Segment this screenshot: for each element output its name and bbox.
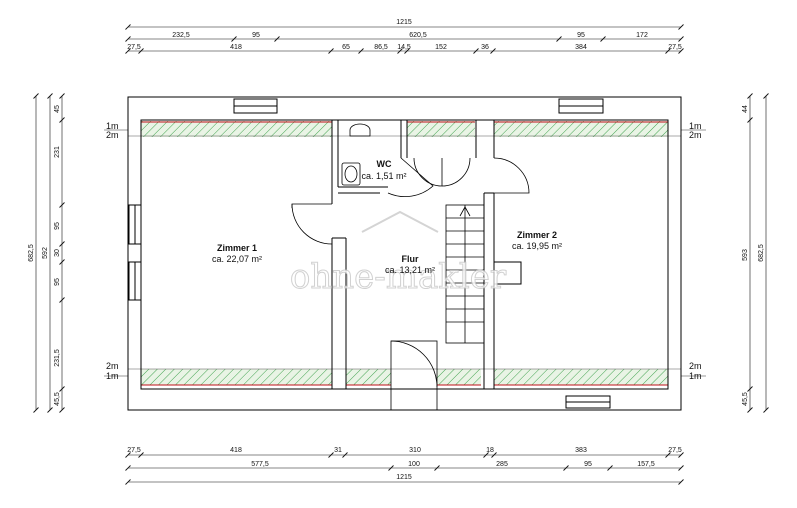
- right-dimensions: [747, 93, 769, 413]
- room-name-wc: WC: [377, 159, 392, 169]
- left-dim-inner: 231: [54, 146, 61, 158]
- left-dim-inner: 231,5: [54, 349, 61, 367]
- bottom-dim-row2: 285: [496, 461, 508, 468]
- watermark: ohne-makler: [289, 210, 507, 298]
- bottom-dim-row1: 18: [486, 447, 494, 454]
- top-dim-row3: 36: [481, 44, 489, 51]
- room-name-zimmer2: Zimmer 2: [517, 230, 557, 240]
- top-dim-row3: 27,5: [127, 44, 141, 51]
- level-label-1m: 1m: [689, 121, 702, 131]
- level-label-1m: 1m: [106, 371, 119, 381]
- bottom-dim-row1: 31: [334, 447, 342, 454]
- left-dim-outer: 592: [42, 247, 49, 259]
- top-dim-row3: 86,5: [374, 44, 388, 51]
- level-label-2m: 2m: [689, 361, 702, 371]
- top-dim-row2: 172: [636, 32, 648, 39]
- top-dim-row3: 14,5: [397, 44, 411, 51]
- room-name-flur: Flur: [402, 254, 419, 264]
- bottom-dim-row2: 95: [584, 461, 592, 468]
- left-dimensions: [33, 93, 65, 413]
- height-lines: [104, 121, 706, 386]
- level-label-1m: 1m: [106, 121, 119, 131]
- top-dim-row2: 95: [577, 32, 585, 39]
- left-dim-inner: 45,5: [54, 392, 61, 406]
- bottom-dim-row1: 310: [409, 447, 421, 454]
- room-area-wc: ca. 1,51 m²: [361, 171, 406, 181]
- doors: [291, 157, 530, 411]
- top-dim-row3: 152: [435, 44, 447, 51]
- left-dim-inner: 95: [54, 222, 61, 230]
- top-dim-row3: 65: [342, 44, 350, 51]
- top-dim-row2: 95: [252, 32, 260, 39]
- bottom-dim-row2: 157,5: [637, 461, 655, 468]
- right-dim-inner: 44: [742, 105, 749, 113]
- dormer-windows: [128, 98, 611, 409]
- top-dim-overall: 1215: [396, 19, 412, 26]
- bottom-dim-row1: 27,5: [668, 447, 682, 454]
- top-dim-row2: 232,5: [172, 32, 190, 39]
- watermark-text: ohne-makler: [290, 257, 507, 297]
- room-area-zimmer2: ca. 19,95 m²: [512, 241, 562, 251]
- top-dim-row3: 384: [575, 44, 587, 51]
- bottom-dim-row2: 100: [408, 461, 420, 468]
- right-dim-inner: 45,5: [742, 392, 749, 406]
- bottom-dim-row2: 577,5: [251, 461, 269, 468]
- top-dim-row3: 27,5: [668, 44, 682, 51]
- wc-fixtures: [341, 123, 371, 186]
- right-dim-outer: 682,5: [758, 244, 765, 262]
- room-area-flur: ca. 13,21 m²: [385, 265, 435, 275]
- left-dim-inner: 30: [54, 249, 61, 257]
- left-dim-inner: 95: [54, 278, 61, 286]
- top-dim-row2: 620,5: [409, 32, 427, 39]
- sloped-ceiling-zones: [141, 121, 668, 385]
- bottom-dim-row1: 383: [575, 447, 587, 454]
- bottom-dim-row1: 418: [230, 447, 242, 454]
- room-name-zimmer1: Zimmer 1: [217, 243, 257, 253]
- level-label-2m: 2m: [689, 130, 702, 140]
- left-dim-outer: 682,5: [28, 244, 35, 262]
- level-label-2m: 2m: [106, 361, 119, 371]
- bottom-dim-row1: 27,5: [127, 447, 141, 454]
- level-label-1m: 1m: [689, 371, 702, 381]
- top-dimensions: [125, 24, 684, 54]
- staircase: [445, 204, 485, 344]
- top-dim-row3: 418: [230, 44, 242, 51]
- level-label-2m: 2m: [106, 130, 119, 140]
- bottom-dimensions: [125, 452, 684, 485]
- room-area-zimmer1: ca. 22,07 m²: [212, 254, 262, 264]
- right-dim-outer: 593: [742, 249, 749, 261]
- left-dim-inner: 45: [54, 105, 61, 113]
- bottom-dim-overall: 1215: [396, 474, 412, 481]
